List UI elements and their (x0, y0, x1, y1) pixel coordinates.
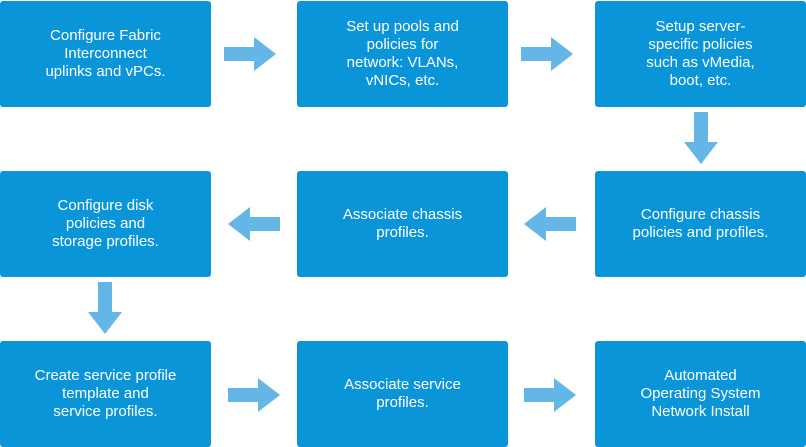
step-create-service-profile-template: Create service profile template and serv… (0, 341, 211, 447)
step-configure-disk-policies: Configure disk policies and storage prof… (0, 171, 211, 277)
arrow-left-icon (524, 207, 576, 241)
arrow-down-icon (88, 282, 122, 334)
step-label: Associate chassis profiles. (342, 206, 463, 241)
step-label: Associate service profiles. (344, 376, 461, 411)
step-label: Configure chassis policies and profiles. (632, 206, 769, 241)
step-setup-server-policies: Setup server- specific policies such as … (595, 1, 806, 107)
arrow-right-icon (224, 37, 276, 71)
step-label: Setup server- specific policies such as … (646, 18, 755, 89)
arrow-left-icon (228, 207, 280, 241)
arrow-down-icon (684, 112, 718, 164)
step-label: Configure disk policies and storage prof… (52, 197, 159, 250)
arrow-right-icon (524, 378, 576, 412)
arrow-right-icon (521, 37, 573, 71)
step-automated-os-install: Automated Operating System Network Insta… (595, 341, 806, 447)
step-label: Create service profile template and serv… (34, 367, 177, 420)
step-associate-chassis-profiles: Associate chassis profiles. (297, 171, 508, 277)
step-associate-service-profiles: Associate service profiles. (297, 341, 508, 447)
step-label: Set up pools and policies for network: V… (346, 18, 459, 89)
arrow-right-icon (228, 378, 280, 412)
step-configure-fabric-interconnect: Configure Fabric Interconnect uplinks an… (0, 1, 211, 107)
step-configure-chassis-policies: Configure chassis policies and profiles. (595, 171, 806, 277)
step-set-up-pools-policies: Set up pools and policies for network: V… (297, 1, 508, 107)
step-label: Configure Fabric Interconnect uplinks an… (45, 27, 166, 80)
step-label: Automated Operating System Network Insta… (640, 367, 761, 420)
